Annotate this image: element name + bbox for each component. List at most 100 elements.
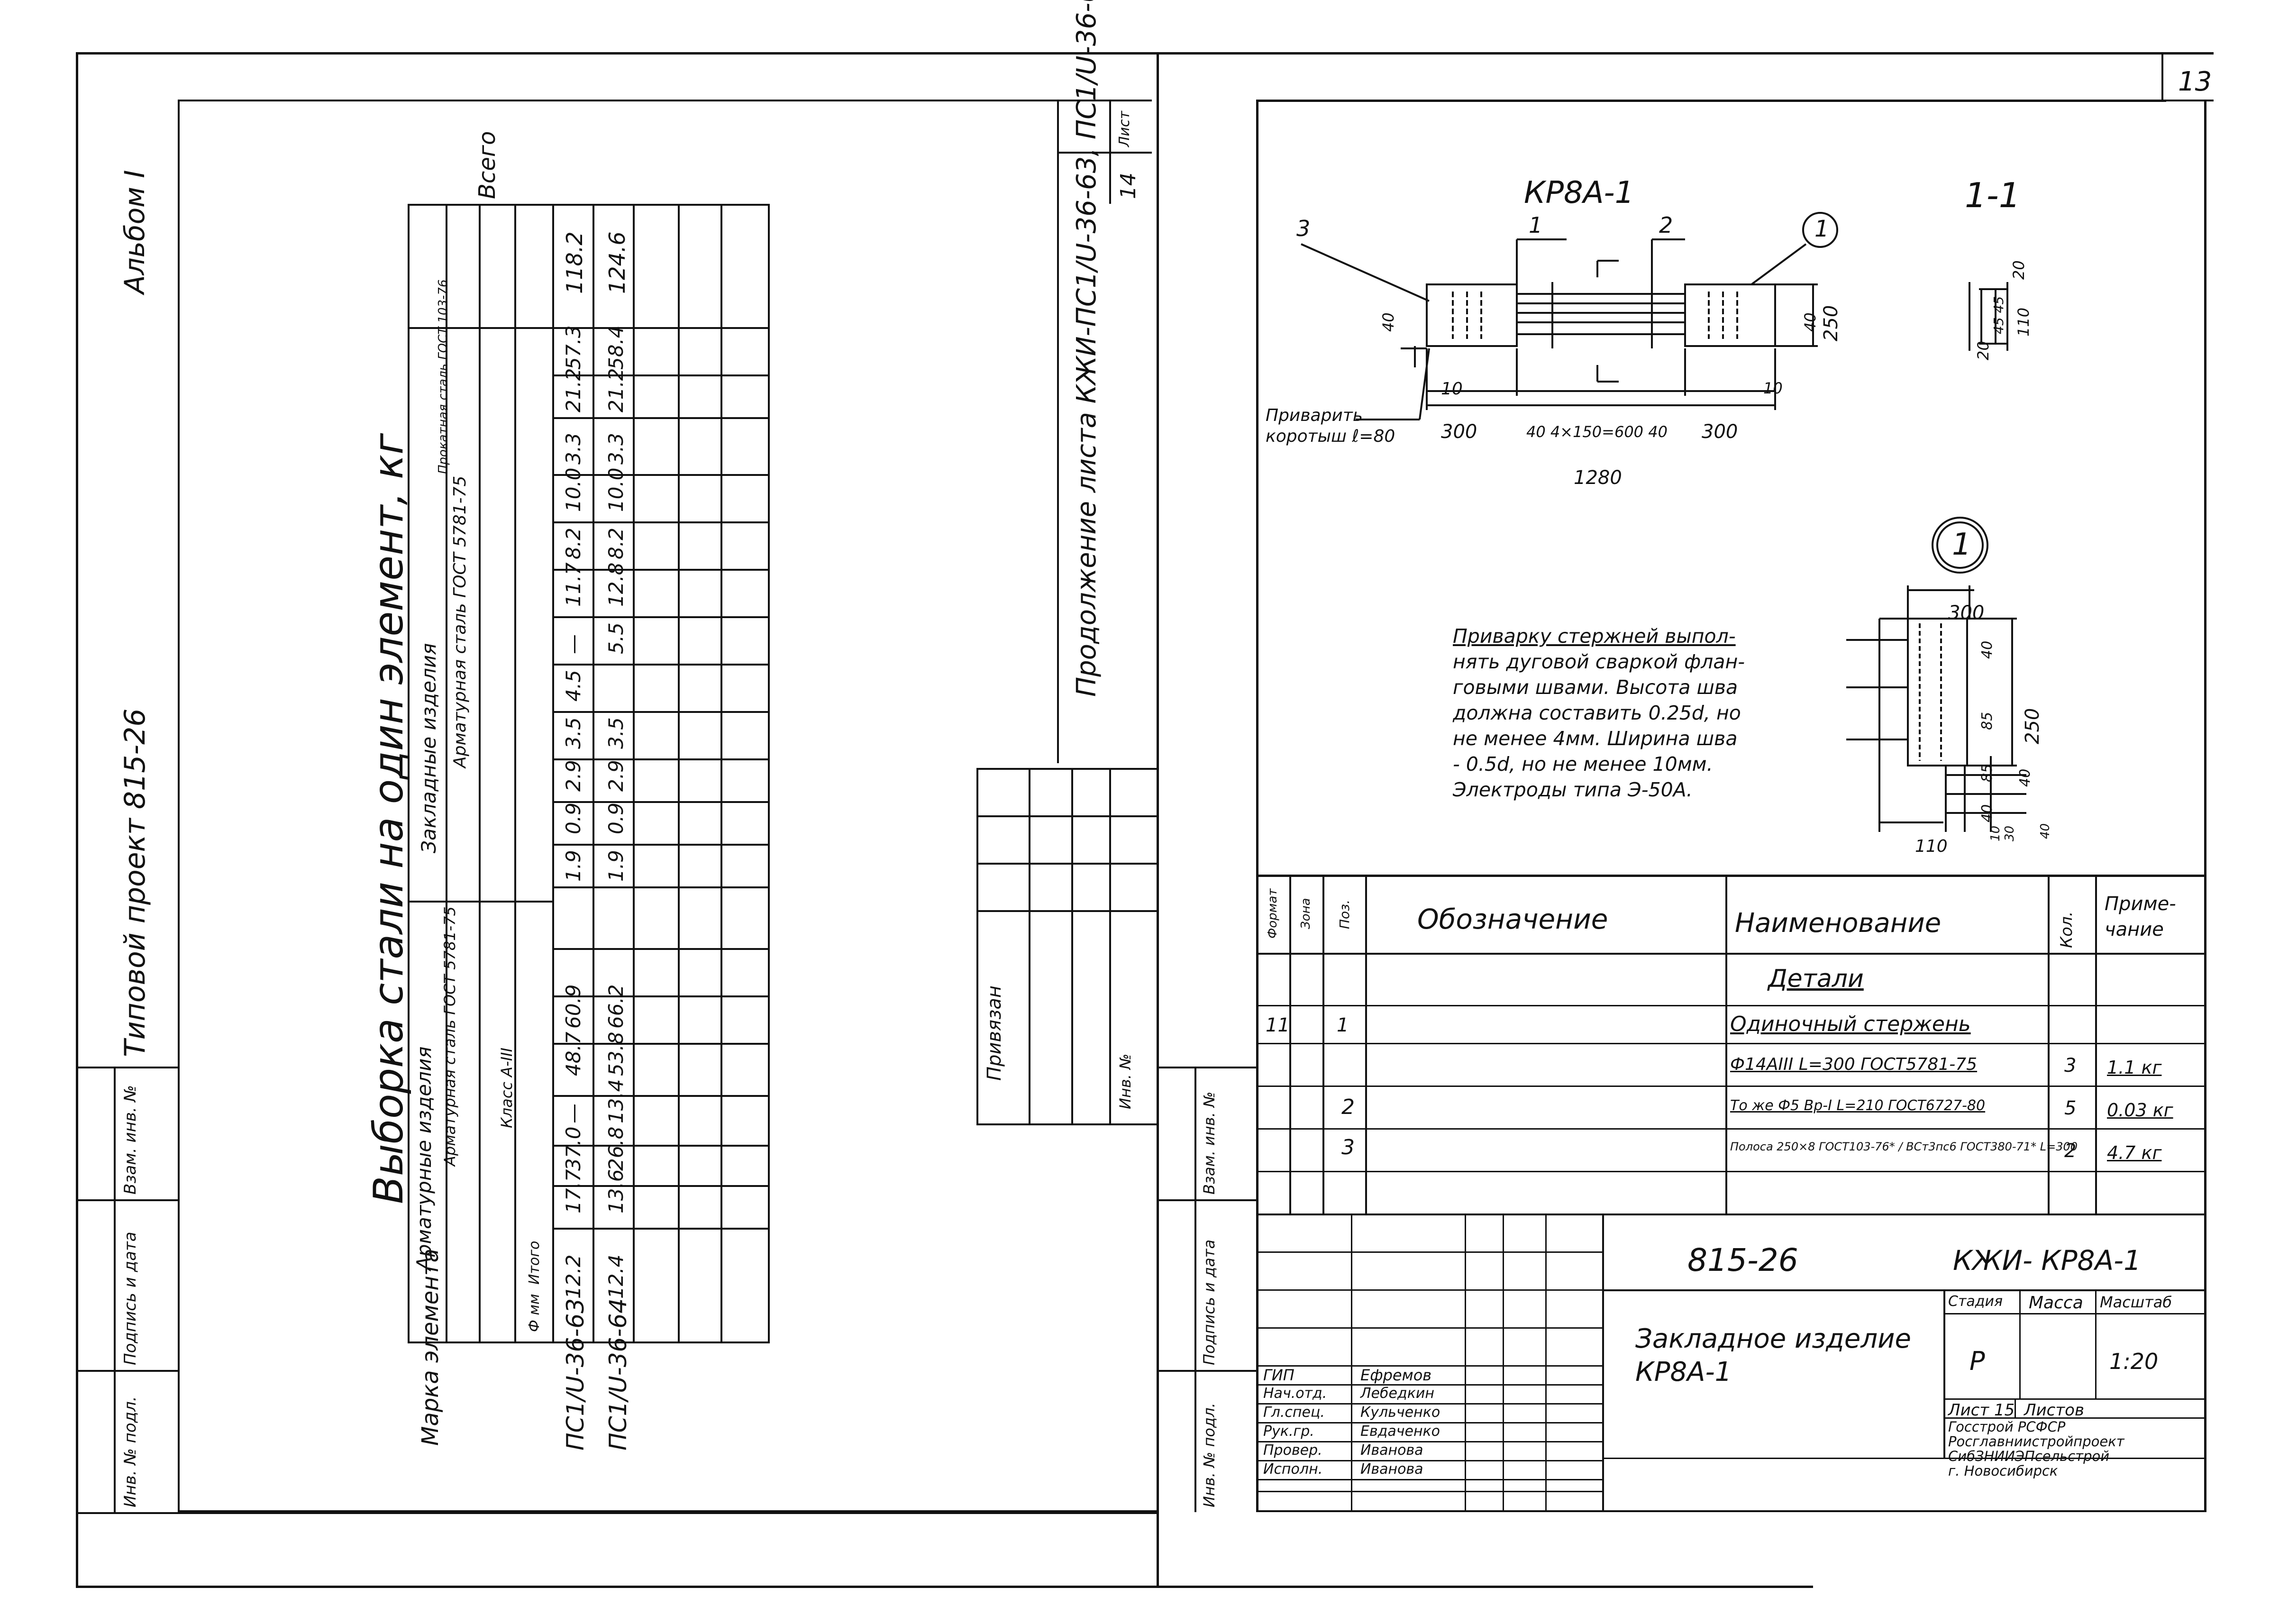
node-dim-85a: 85 xyxy=(1979,712,1996,730)
callout-3: 3 xyxy=(1296,216,1311,241)
row2-v4: 26.8 xyxy=(604,1126,628,1171)
page-number: 13 xyxy=(2178,66,2212,97)
tb-mark: КЖИ- КР8А-1 xyxy=(1953,1244,2141,1277)
node-dim-40d: 40 xyxy=(2038,823,2052,839)
tb-org-3: СибЗНИИЭПсельстрой xyxy=(1948,1448,2110,1464)
header-group2-sub-c: Прокатная сталь ГОСТ 103-76 xyxy=(436,279,450,474)
row1-v7: 60.9 xyxy=(562,984,585,1029)
sec-dim-bot: 20 xyxy=(1974,341,1992,360)
row2-v13: 5.5 xyxy=(604,622,628,654)
row1-v6: 48.7 xyxy=(562,1031,585,1076)
row1-v4: 37.0 xyxy=(562,1126,585,1171)
spec-row3-qty: 5 xyxy=(2064,1097,2077,1119)
tb-stage: Р xyxy=(1969,1346,1985,1376)
sec-dim-right: 110 xyxy=(2015,307,2033,337)
right-stamp-sign: Подпись и дата xyxy=(1200,1239,1218,1365)
tb-org-1: Госстрой РСФСР xyxy=(1948,1419,2066,1435)
album-label: Альбом I xyxy=(119,170,151,294)
header-group1-class-b: Класс А-III xyxy=(498,1048,516,1128)
row1-v8: 1.9 xyxy=(562,850,585,882)
row1-v20: 118.2 xyxy=(562,231,587,294)
spec-row3-pos: 2 xyxy=(1341,1095,1355,1119)
header-itogo: Итого xyxy=(526,1241,543,1285)
row2-v19: 58.4 xyxy=(604,325,628,370)
node-circle-label: 1 xyxy=(1952,527,1971,562)
note-line-6: - 0.5d, но не менее 10мм. xyxy=(1453,753,1713,776)
embedded-item-drawing xyxy=(1301,212,2026,832)
project-label: Типовой проект 815-26 xyxy=(119,708,152,1057)
staff-name-6: Иванова xyxy=(1360,1461,1423,1478)
node-dim-10: 10 xyxy=(1988,825,2003,841)
spec-head-qty: Кол. xyxy=(2057,911,2076,948)
spec-row3-note: 0.03 кг xyxy=(2107,1100,2173,1121)
spec-head-format: Формат xyxy=(1266,888,1280,939)
note-line-1: Приварку стержней выпол- xyxy=(1453,625,1736,648)
staff-name-4: Евдаченко xyxy=(1360,1423,1440,1440)
note-line-3: говыми швами. Высота шва xyxy=(1453,676,1738,699)
header-group2-sub-b: Арматурная сталь ГОСТ 5781-75 xyxy=(450,475,470,768)
spec-row2-qty: 3 xyxy=(2064,1055,2077,1077)
dim-1280: 1280 xyxy=(1574,467,1622,489)
note-line-2: нять дуговой сваркой флан- xyxy=(1453,650,1745,673)
inv-no-label: Инв. № xyxy=(1116,1053,1134,1109)
node-dim-300: 300 xyxy=(1948,602,1985,624)
spec-head-zone: Зона xyxy=(1299,898,1313,929)
tb-org: Госстрой РСФСР Росглавниистройпроект Сиб… xyxy=(1948,1420,2124,1478)
spec-row1-pos: 1 xyxy=(1337,1014,1349,1036)
row2-v3: 13.6 xyxy=(604,1169,628,1213)
header-marka: Марка элемента xyxy=(417,1248,444,1446)
dim-250: 250 xyxy=(1820,305,1842,341)
sheet-number-left: 14 xyxy=(1116,173,1140,199)
spec-head-note: Приме-чание xyxy=(2105,893,2176,940)
tb-sheet: Лист 15 xyxy=(1948,1401,2015,1420)
row1-v13: — xyxy=(562,634,585,654)
spec-head-designation: Обозначение xyxy=(1417,903,1608,935)
tb-scale-h: Масштаб xyxy=(2100,1293,2172,1311)
callout-1: 1 xyxy=(1529,212,1543,238)
note-line-5: не менее 4мм. Ширина шва xyxy=(1453,727,1738,750)
dim-300b: 300 xyxy=(1702,421,1738,443)
spec-row2-note: 1.1 кг xyxy=(2107,1057,2162,1078)
row1-v5: — xyxy=(562,1104,585,1123)
right-stamp-vzam: Взам. инв. № xyxy=(1200,1091,1218,1195)
row2-v7: 66.2 xyxy=(604,984,628,1029)
staff-name-5: Иванова xyxy=(1360,1442,1423,1459)
row2-v1: 12.4 xyxy=(604,1254,628,1299)
tb-scale: 1:20 xyxy=(2109,1349,2159,1374)
row2-v15: 8.2 xyxy=(604,528,628,559)
staff-name-3: Кульченко xyxy=(1360,1404,1440,1421)
tb-stage-h: Стадия xyxy=(1948,1293,2003,1310)
row1-v17: 3.3 xyxy=(562,433,585,465)
staff-name-1: Ефремов xyxy=(1360,1366,1432,1384)
row2-v5: 13.4 xyxy=(604,1079,628,1123)
row2-v18: 21.2 xyxy=(604,368,628,412)
node-dim-30: 30 xyxy=(2003,825,2017,841)
spec-row1-fmt: 11 xyxy=(1266,1014,1290,1036)
tb-org-2: Росглавниистройпроект xyxy=(1948,1433,2124,1450)
row2-v14: 12.8 xyxy=(604,562,628,607)
node-dim-85b: 85 xyxy=(1979,764,1996,782)
node-dim-110: 110 xyxy=(1915,837,1948,856)
staff-name-2: Лебедкин xyxy=(1360,1385,1434,1402)
row2-v8: 1.9 xyxy=(604,850,628,882)
row1-v18: 21.2 xyxy=(562,368,585,412)
row2-v9: 0.9 xyxy=(604,803,628,834)
spec-row4-note: 4.7 кг xyxy=(2107,1142,2162,1163)
right-stamp-inv: Инв. № подл. xyxy=(1200,1403,1218,1507)
dim-mid: 40 4×150=600 40 xyxy=(1526,423,1668,441)
row1-v19: 57.3 xyxy=(562,325,585,370)
section-title: 1-1 xyxy=(1965,175,2021,215)
table-title: Выборка стали на один элемент, кг xyxy=(365,433,412,1204)
staff-role-2: Нач.отд. xyxy=(1263,1385,1327,1402)
staff-role-3: Гл.спец. xyxy=(1263,1404,1325,1421)
spec-row4-qty: 2 xyxy=(2064,1140,2077,1162)
left-stamp-inv: Инв. № подл. xyxy=(121,1396,140,1507)
dim-10a: 10 xyxy=(1441,379,1463,399)
continuation-text: Продолжение листа КЖИ-ПС1/U-36-63, ПС1/U… xyxy=(1071,0,1102,697)
row1-v1: 12.2 xyxy=(562,1254,585,1299)
node-dim-40c: 40 xyxy=(2017,768,2033,787)
header-group1: Арматурные изделия xyxy=(412,1046,436,1270)
row1-mark: ПС1/U-36-63 xyxy=(562,1298,589,1451)
dim-300a: 300 xyxy=(1441,421,1477,443)
row2-v10: 2.9 xyxy=(604,760,628,792)
